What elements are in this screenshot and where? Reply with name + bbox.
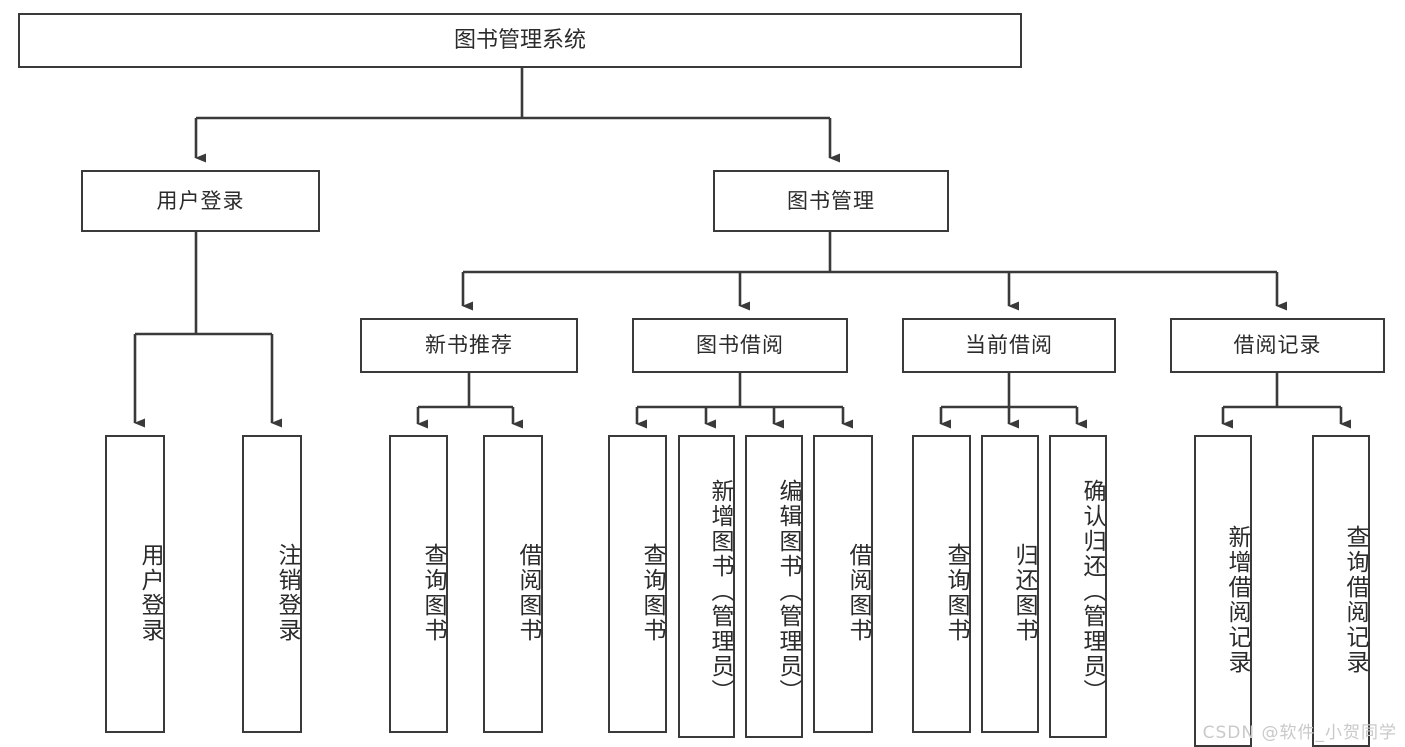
node-book-borrow[interactable]: 图书借阅 [632, 318, 848, 373]
leaf-record-add-record[interactable]: 新增借阅记录 [1194, 435, 1252, 747]
node-root[interactable]: 图书管理系统 [18, 13, 1022, 68]
leaf-user-login-logout[interactable]: 注销登录 [242, 435, 302, 733]
leaf-record-query-record[interactable]: 查询借阅记录 [1312, 435, 1370, 747]
leaf-current-confirm-return-admin[interactable]: 确认归还（管理员） [1049, 435, 1107, 738]
leaf-borrow-add-book-admin[interactable]: 新增图书（管理员） [678, 435, 735, 738]
node-borrow-record[interactable]: 借阅记录 [1170, 318, 1385, 373]
leaf-current-query-book[interactable]: 查询图书 [912, 435, 971, 733]
node-new-book-recommend[interactable]: 新书推荐 [360, 318, 578, 373]
leaf-borrow-query-book[interactable]: 查询图书 [608, 435, 667, 733]
leaf-new-book-borrow[interactable]: 借阅图书 [483, 435, 543, 733]
leaf-borrow-borrow-book[interactable]: 借阅图书 [813, 435, 873, 733]
leaf-user-login-login[interactable]: 用户登录 [105, 435, 165, 733]
leaf-current-return-book[interactable]: 归还图书 [981, 435, 1039, 733]
leaf-borrow-edit-book-admin[interactable]: 编辑图书（管理员） [745, 435, 803, 738]
node-book-management[interactable]: 图书管理 [713, 170, 949, 232]
leaf-new-book-query[interactable]: 查询图书 [389, 435, 448, 733]
node-current-borrow[interactable]: 当前借阅 [902, 318, 1116, 373]
node-user-login[interactable]: 用户登录 [81, 170, 320, 232]
